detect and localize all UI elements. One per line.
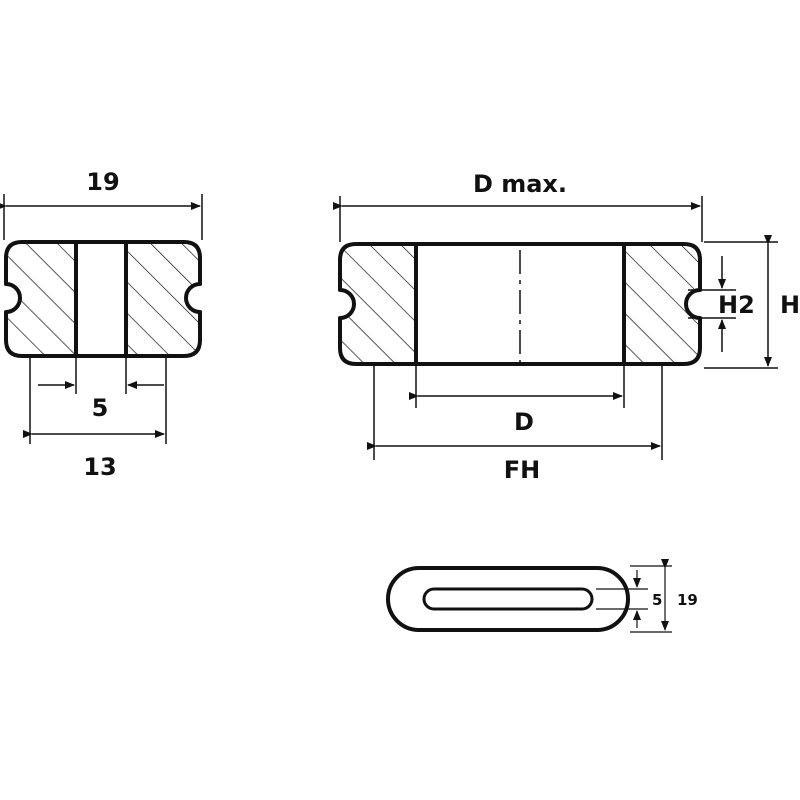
left-section-block-left [4,240,78,358]
dim-width-19: 19 [0,168,203,240]
top-view-slot [422,587,594,611]
dim-top-slot-5: 5 [596,570,662,628]
dim-h-label: H [780,291,800,319]
dim-top-width-19-label: 19 [677,591,698,609]
dim-inner-13-label: 13 [83,453,116,481]
top-view-outline [386,566,630,632]
dim-slot-5: 5 [38,358,164,422]
dim-dmax-label: D max. [473,170,567,198]
right-section-block-right [622,242,702,366]
left-section-view: 19 5 13 [0,168,203,481]
dim-slot-5-label: 5 [92,394,109,422]
top-view: 5 19 [386,559,698,633]
left-section-block-right [124,240,202,358]
dim-inner-13: 13 [23,358,167,481]
dim-d: D [409,366,625,436]
right-section-block-left [338,242,418,366]
dim-fh-label: FH [504,456,540,484]
dim-width-19-label: 19 [86,168,119,196]
dim-top-width-19: 19 [630,559,698,633]
dim-h2: H2 [688,256,755,352]
dim-h2-label: H2 [718,291,755,319]
dim-h: H [704,235,800,369]
dim-dmax: D max. [333,170,703,242]
dim-top-slot-5-label: 5 [652,591,662,609]
dim-d-label: D [514,408,534,436]
dim-fh: FH [367,366,663,484]
right-section-view: D max. D FH H H2 [333,170,800,484]
